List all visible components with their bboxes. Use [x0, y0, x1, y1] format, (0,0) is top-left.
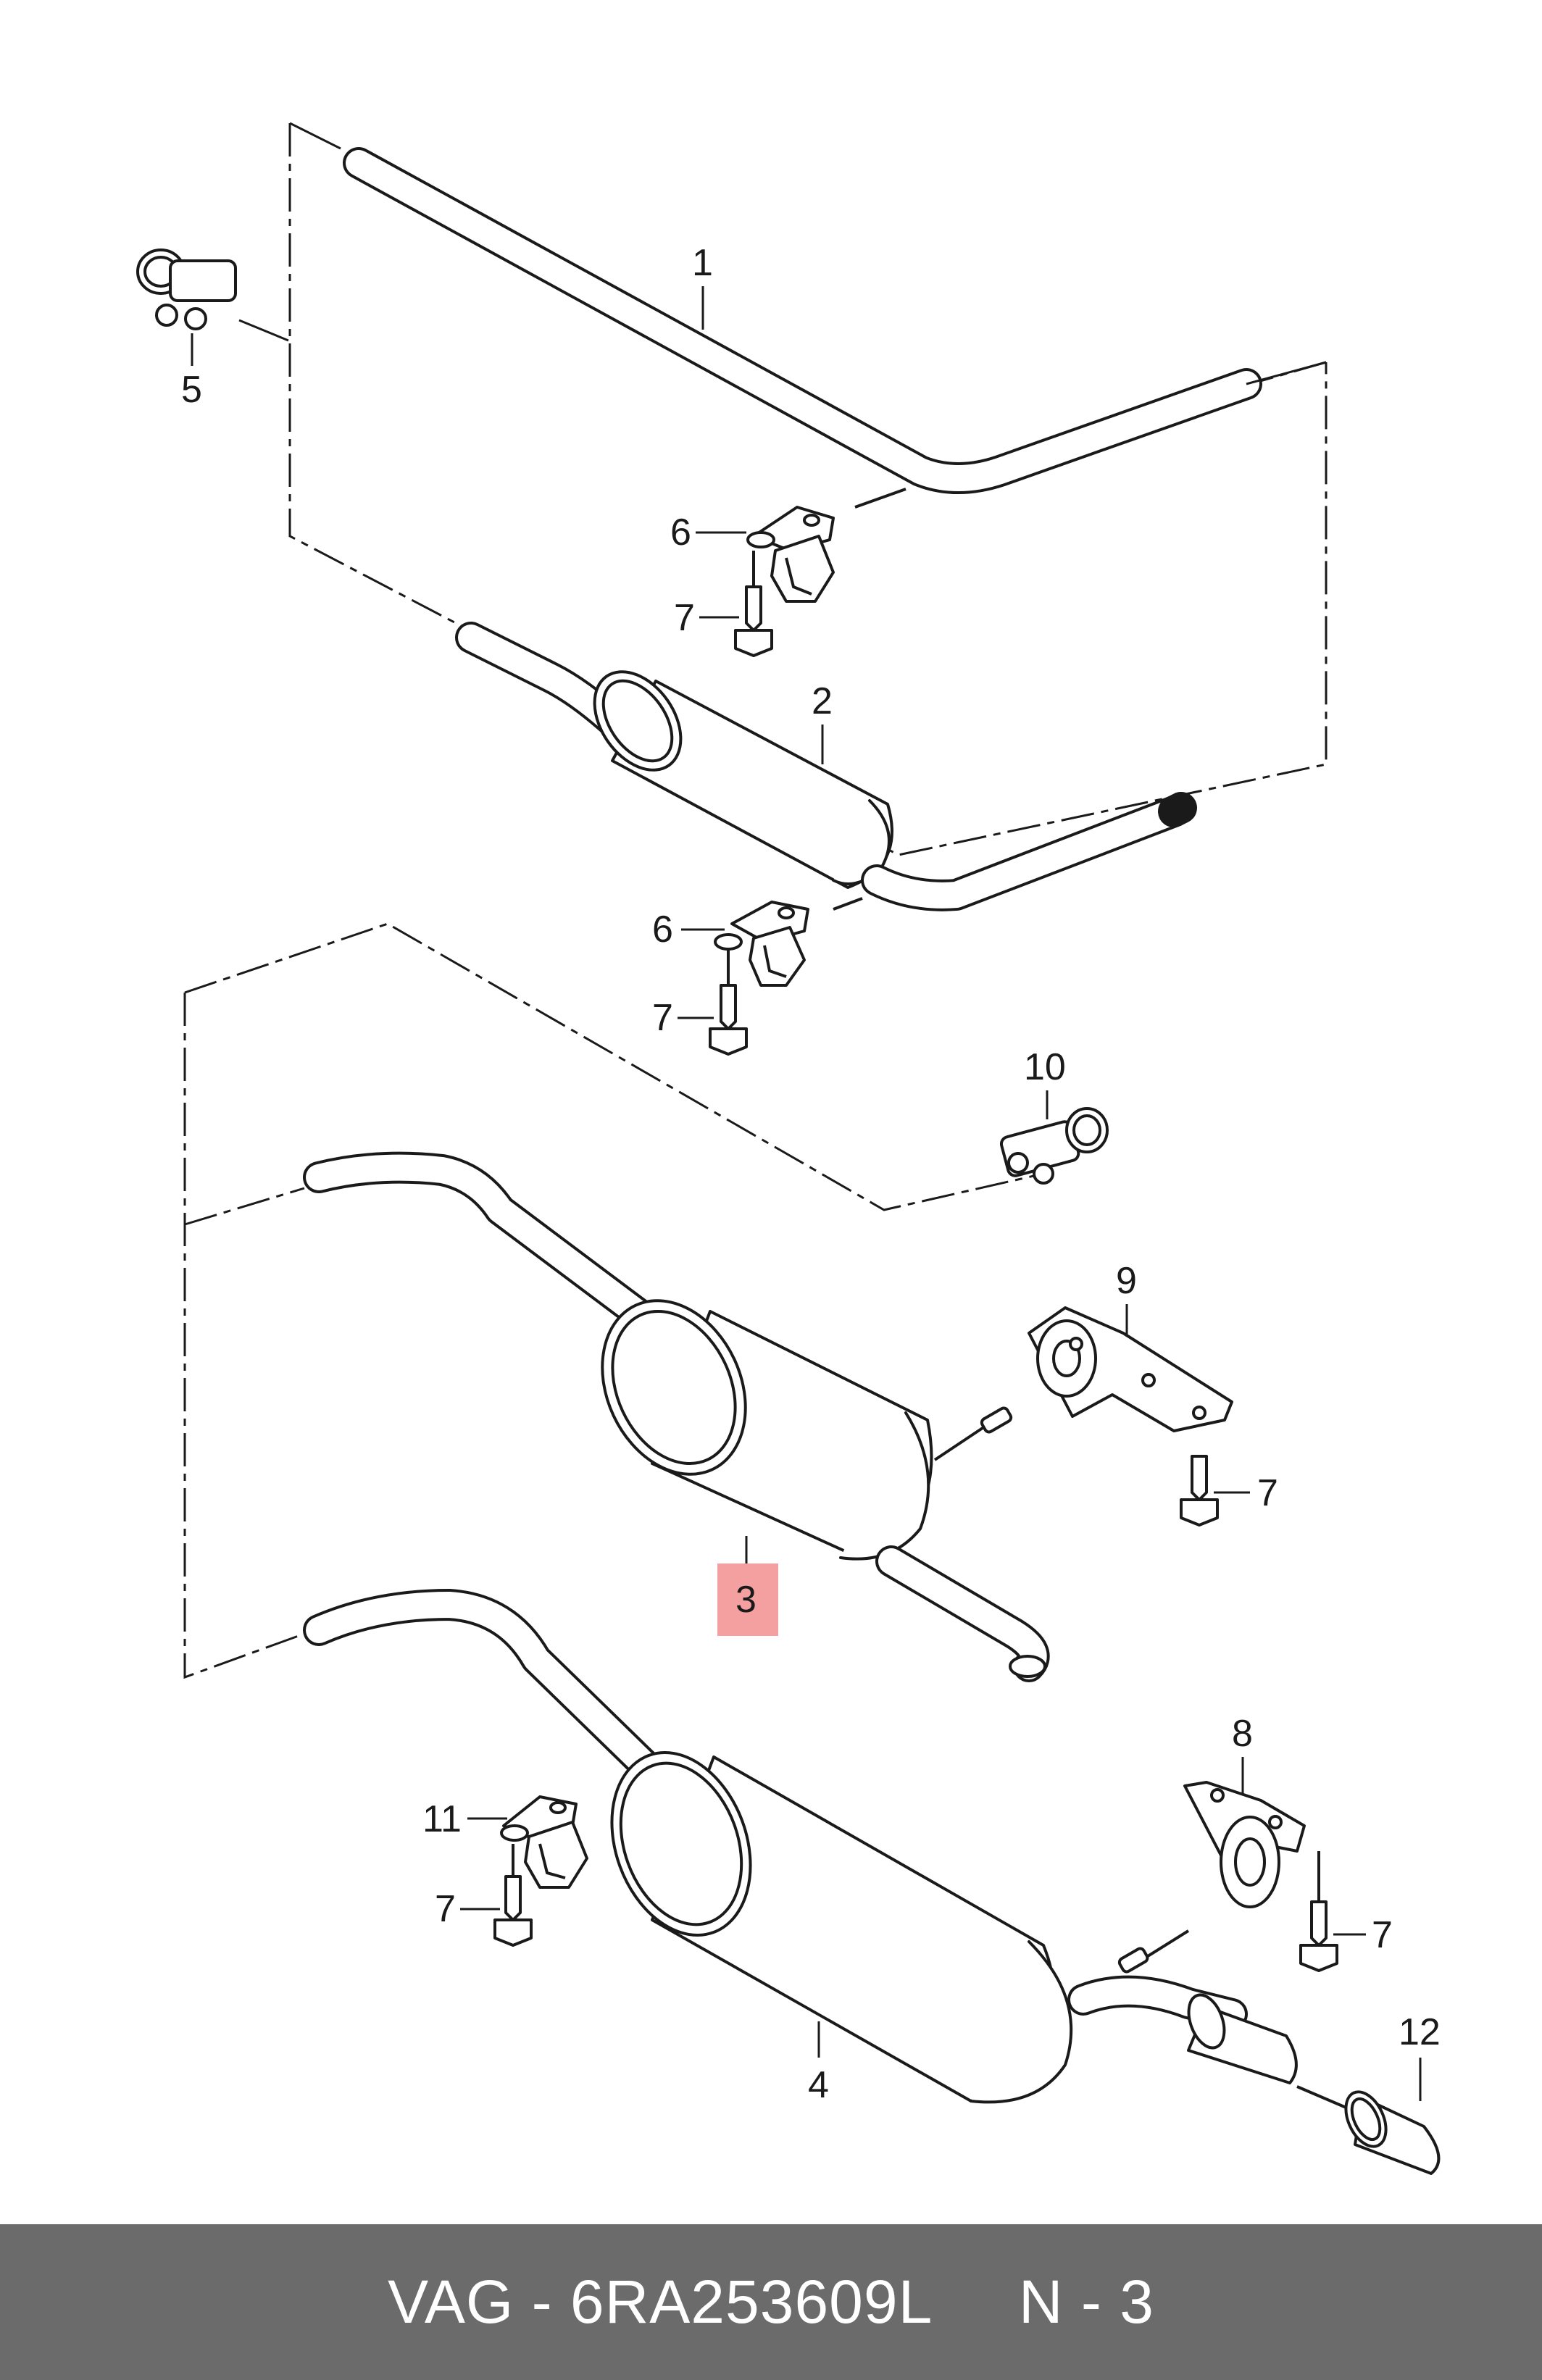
- tailpipe-trim-part-12: [1296, 2085, 1441, 2175]
- callout-7-e: 7: [1372, 1914, 1393, 1956]
- bolt-part-7-fifth: [1299, 1851, 1338, 1972]
- clamp-part-10: [999, 1107, 1109, 1185]
- exhaust-system-diagram: 1 5 6 7 2: [136, 122, 1441, 2175]
- callout-4: 4: [808, 2064, 829, 2106]
- callout-5: 5: [181, 369, 202, 411]
- bolt-part-7-upper: [734, 551, 773, 657]
- callout-10: 10: [1024, 1046, 1066, 1088]
- bolt-part-7-second: [709, 949, 748, 1056]
- center-muffler-part-2: [455, 622, 1197, 911]
- highlight-box-part-3: [717, 1563, 778, 1636]
- group-outline-front: [288, 123, 1328, 856]
- callout-1: 1: [692, 242, 713, 284]
- callout-7-d: 7: [435, 1888, 456, 1930]
- callout-12: 12: [1399, 2011, 1441, 2053]
- hanger-part-6-lower: [714, 901, 809, 987]
- callout-6-upper: 6: [670, 512, 691, 554]
- hanger-part-11: [500, 1795, 588, 1889]
- callout-7-b: 7: [652, 997, 673, 1039]
- rear-muffler-part-4: [303, 1589, 1298, 2104]
- footer-bar: VAG - 6RA253609L N - 3: [0, 2224, 1542, 2380]
- group-outline-rear: [183, 922, 1044, 1679]
- callout-6-lower: 6: [652, 909, 673, 951]
- bolt-part-7-fourth: [493, 1844, 533, 1947]
- callout-9: 9: [1116, 1260, 1137, 1302]
- part-number-caption: VAG - 6RA253609L N - 3: [388, 2268, 1154, 2336]
- callout-7-a: 7: [674, 597, 695, 639]
- clamp-part-5: [136, 249, 237, 330]
- bracket-part-8: [1183, 1781, 1306, 1908]
- callout-3: 3: [735, 1579, 757, 1621]
- hanger-part-6-upper: [746, 506, 835, 603]
- callout-8: 8: [1232, 1713, 1253, 1755]
- bracket-part-9: [1028, 1306, 1233, 1432]
- bolt-part-7-third: [1180, 1455, 1219, 1527]
- rear-muffler-part-3: [303, 1151, 1050, 1682]
- callout-2: 2: [812, 680, 833, 722]
- callout-7-c: 7: [1257, 1472, 1278, 1514]
- front-pipe-part-1: [289, 122, 1327, 509]
- callout-11: 11: [422, 1798, 462, 1840]
